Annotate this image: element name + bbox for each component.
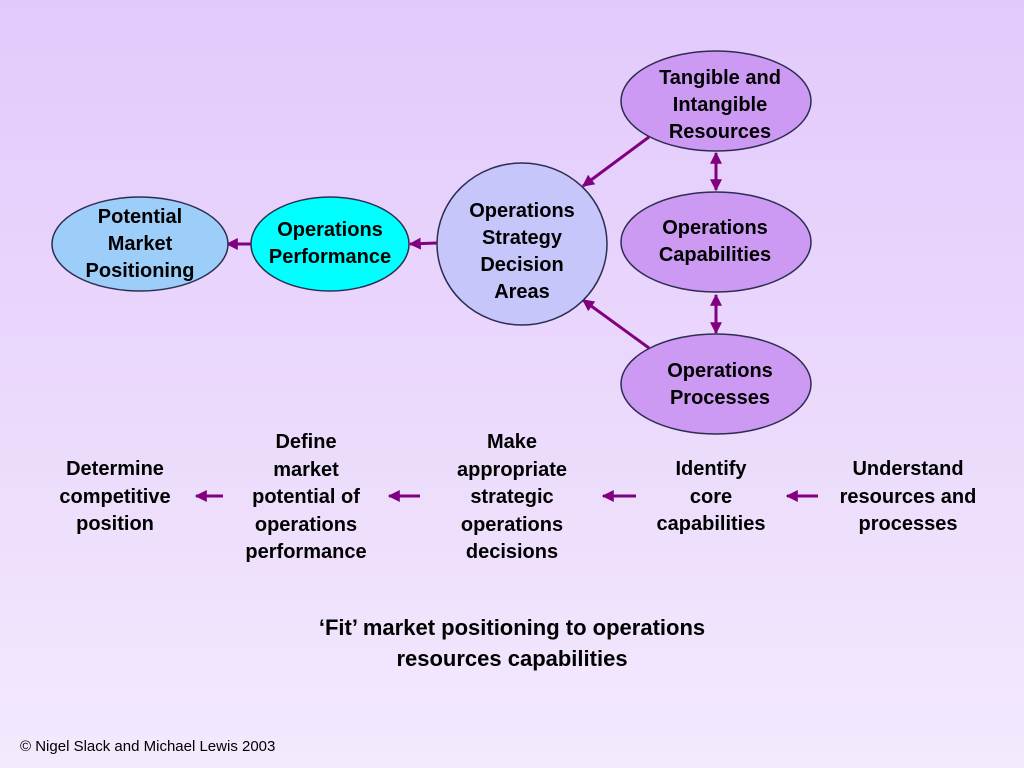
connector-strategy-to-performance bbox=[408, 237, 438, 250]
market-positioning-label: Potential Market Positioning bbox=[85, 205, 195, 282]
strategy-decision-areas-ellipse bbox=[436, 162, 608, 326]
operations-capabilities-ellipse bbox=[620, 191, 812, 293]
step-define-market-potential: Define market potential of operations pe… bbox=[245, 431, 367, 563]
operations-capabilities-label: Operations Capabilities bbox=[658, 217, 772, 266]
diagram-caption: ‘Fit’ market positioning to operations r… bbox=[318, 615, 706, 671]
step-identify-core-capabilities: Identify core capabilities bbox=[656, 458, 766, 535]
connector-resources-to-strategy bbox=[582, 135, 650, 188]
step-determine-competitive-position: Determine competitive position bbox=[59, 458, 171, 535]
connector-processes-to-strategy bbox=[582, 298, 650, 350]
step-understand-resources: Understand resources and processes bbox=[839, 458, 977, 535]
copyright-notice: © Nigel Slack and Michael Lewis 2003 bbox=[20, 738, 276, 755]
market-positioning-ellipse bbox=[51, 196, 229, 292]
operations-processes-ellipse bbox=[620, 333, 812, 435]
step-make-strategic-decisions: Make appropriate strategic operations de… bbox=[456, 431, 568, 563]
strategy-decision-areas-label: Operations Strategy Decision Areas bbox=[469, 200, 575, 303]
operations-processes-label: Operations Processes bbox=[667, 360, 773, 409]
operations-performance-label: Operations Performance bbox=[268, 219, 392, 268]
tangible-resources-label: Tangible and Intangible Resources bbox=[659, 66, 781, 143]
tangible-resources-ellipse bbox=[620, 50, 812, 152]
operations-performance-ellipse bbox=[250, 196, 410, 292]
